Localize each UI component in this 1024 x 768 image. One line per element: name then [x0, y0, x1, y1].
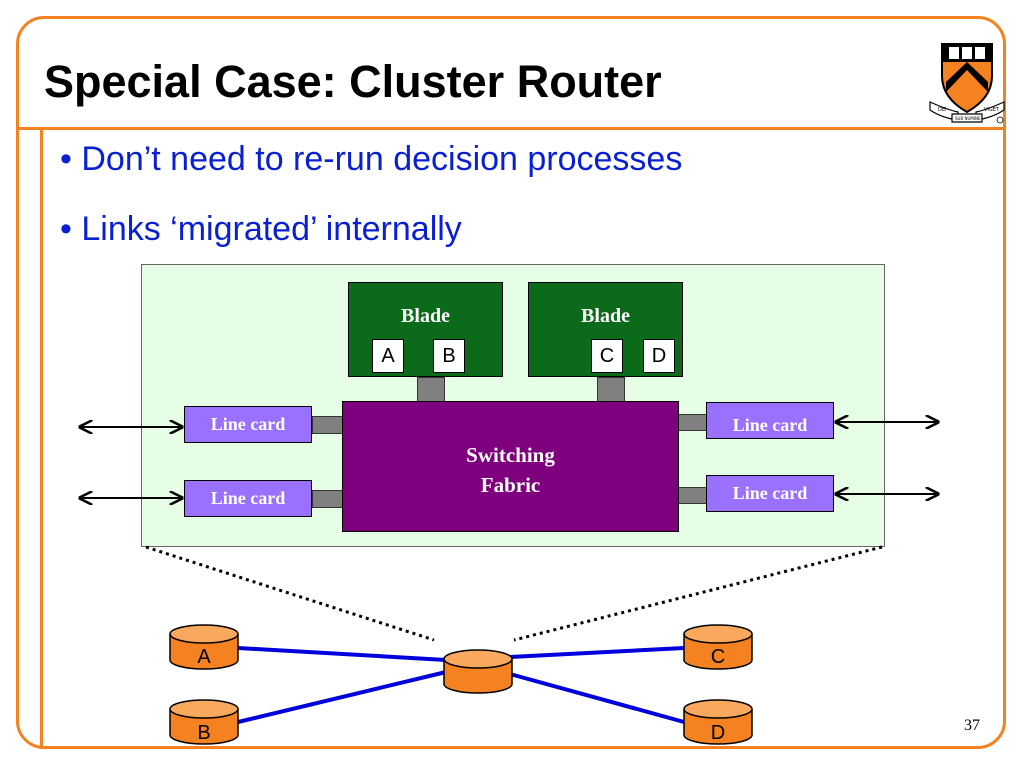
node-c — [683, 624, 753, 670]
node-a — [169, 624, 239, 670]
fabric-label-line1: Switching — [466, 443, 555, 467]
page-number: 37 — [964, 717, 980, 734]
svg-text:SUB NUMINE: SUB NUMINE — [955, 116, 981, 121]
node-d-label: D — [710, 722, 726, 744]
title-divider — [16, 127, 1006, 130]
slide-frame — [16, 16, 1006, 749]
link-d — [509, 672, 685, 724]
blade-slot-b: B — [433, 339, 465, 373]
switching-fabric: Switching Fabric — [342, 401, 679, 532]
fabric-label-line2: Fabric — [480, 473, 541, 497]
blade-label: Blade — [401, 305, 450, 327]
blade-slot-c: C — [591, 339, 623, 373]
slide-title: Special Case: Cluster Router — [44, 56, 662, 107]
bullet-2: • Links ‘migrated’ internally — [60, 210, 462, 248]
node-b-label: B — [197, 722, 211, 744]
link-a — [237, 646, 447, 662]
node-c-label: C — [710, 646, 726, 668]
princeton-shield-icon: DEI SUB NUMINE VIGET — [929, 43, 1005, 124]
blade-slot-d: D — [643, 339, 675, 373]
svg-text:DEI: DEI — [938, 107, 946, 113]
line-card-left-top: Line card — [184, 406, 312, 443]
link-b — [237, 670, 447, 724]
line-card-right-bottom: Line card — [706, 475, 834, 512]
node-a-label: A — [197, 646, 211, 668]
left-divider — [40, 127, 43, 749]
blade-slot-a: A — [372, 339, 404, 373]
node-d — [683, 699, 753, 745]
link-c — [509, 646, 685, 659]
zoom-line-right — [513, 545, 883, 642]
svg-text:VIGET: VIGET — [984, 107, 1000, 113]
line-card-left-bottom: Line card — [184, 480, 312, 517]
node-b — [169, 699, 239, 745]
node-cluster-router — [443, 649, 513, 694]
blade-label: Blade — [581, 305, 630, 327]
zoom-line-left — [145, 545, 435, 642]
blade-connector-left — [417, 377, 445, 402]
bullet-1: • Don’t need to re-run decision processe… — [60, 140, 683, 178]
line-card-right-top: Line card — [706, 402, 834, 439]
